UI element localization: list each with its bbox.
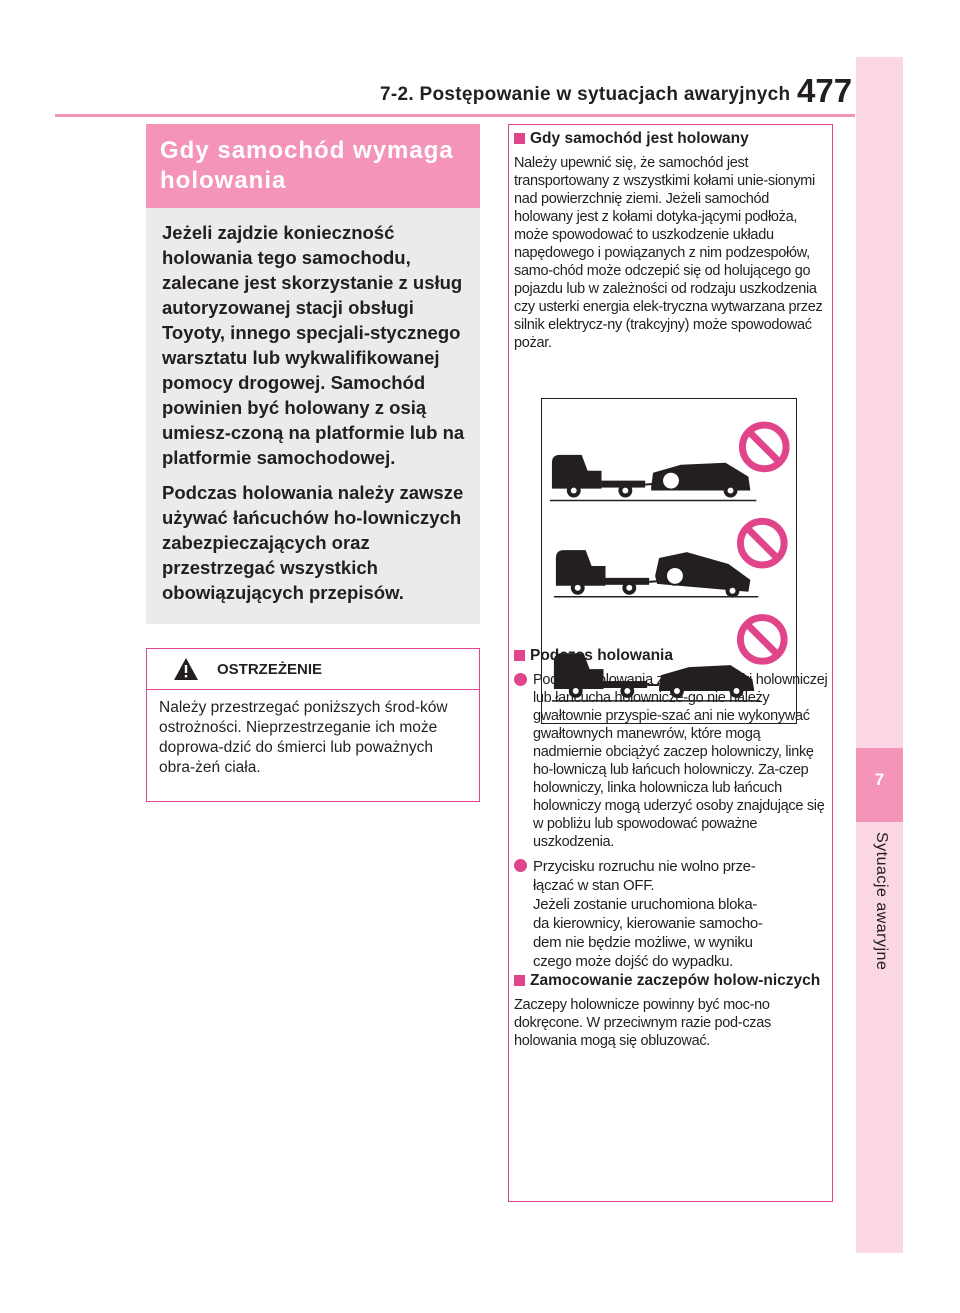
tow-scene-1 bbox=[549, 421, 790, 502]
prohibited-icon bbox=[738, 421, 790, 473]
chapter-side-tab bbox=[856, 57, 903, 1253]
bullet-item: Podczas holowania za pomocą linki holown… bbox=[514, 671, 828, 851]
running-header: 7-2. Postępowanie w sytuacjach awaryjnyc… bbox=[380, 84, 791, 105]
warning-text: Należy przestrzegać poniższych środ-ków … bbox=[159, 699, 448, 776]
hooks-paragraph: Zaczepy holownicze powinny być moc-no do… bbox=[514, 997, 771, 1049]
warning-box: OSTRZEŻENIE Należy przestrzegać poniższy… bbox=[146, 648, 480, 802]
chapter-label: Sytuacje awaryjne bbox=[873, 832, 890, 971]
tow-scene-2 bbox=[553, 517, 788, 598]
chapter-number-tab[interactable]: 7 bbox=[856, 748, 903, 822]
towing-info-box: Gdy samochód jest holowany Należy upewni… bbox=[508, 124, 833, 1202]
subheading-hooks: Zamocowanie zaczepów holow-niczych bbox=[514, 971, 828, 990]
header-rule bbox=[55, 114, 855, 117]
intro-paragraph-1: Jeżeli zajdzie konieczność holowania teg… bbox=[162, 222, 465, 468]
round-bullet-icon bbox=[514, 859, 527, 872]
towing-prohibited-figure bbox=[541, 398, 797, 724]
tow-truck-icon bbox=[555, 550, 606, 586]
tow-truck-icon bbox=[551, 454, 602, 489]
bullet-item: Przycisku rozruchu nie wolno prze- łącza… bbox=[514, 857, 828, 971]
section-title: Gdy samochód wymaga holowania bbox=[146, 124, 480, 208]
intro-box: Jeżeli zajdzie konieczność holowania teg… bbox=[146, 208, 480, 624]
round-bullet-icon bbox=[514, 673, 527, 686]
prohibited-icon bbox=[736, 614, 788, 665]
intro-paragraph-2: Podczas holowania należy zawsze używać ł… bbox=[162, 482, 464, 603]
square-bullet-icon bbox=[514, 650, 525, 661]
warning-title: OSTRZEŻENIE bbox=[217, 661, 323, 678]
square-bullet-icon bbox=[514, 975, 525, 986]
tow-scene-3 bbox=[551, 614, 788, 702]
square-bullet-icon bbox=[514, 133, 525, 144]
suv-icon bbox=[659, 665, 755, 691]
tow-truck-icon bbox=[553, 653, 604, 689]
subheading-towed: Gdy samochód jest holowany bbox=[514, 129, 828, 148]
prohibited-icon bbox=[736, 517, 788, 569]
page-number: 477 bbox=[797, 72, 853, 109]
towed-paragraph: Należy upewnić się, że samochód jest tra… bbox=[514, 155, 823, 351]
warning-triangle-icon bbox=[174, 658, 198, 680]
warning-header: OSTRZEŻENIE bbox=[147, 649, 479, 690]
